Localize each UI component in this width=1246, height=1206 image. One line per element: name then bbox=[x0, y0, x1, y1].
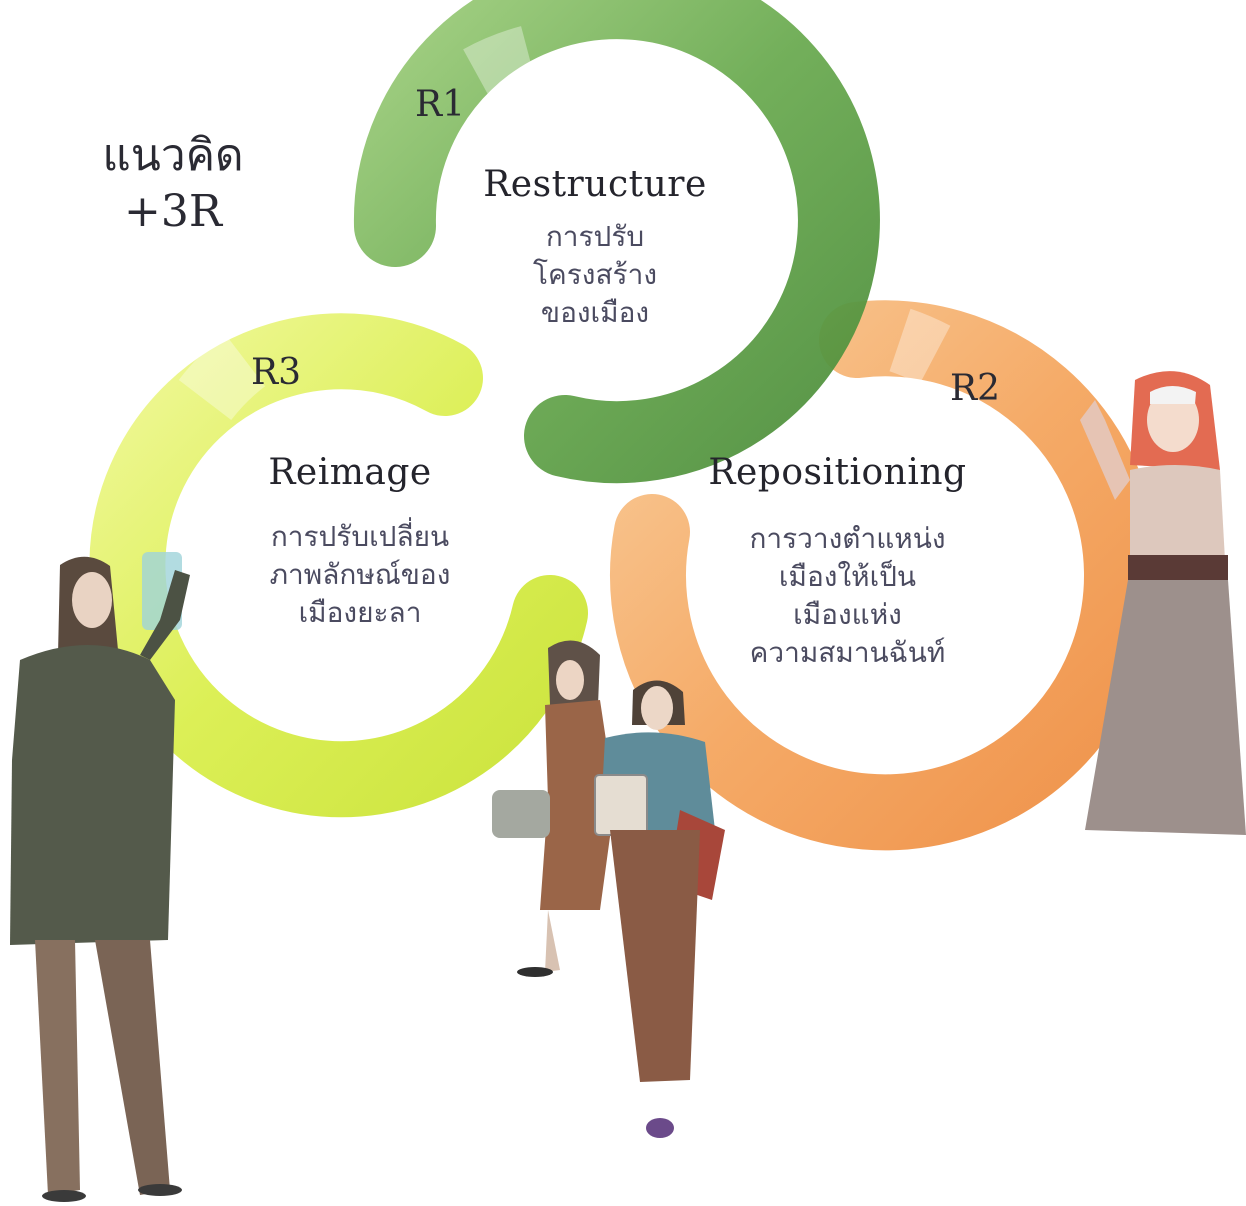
r2-ring bbox=[610, 300, 1160, 851]
r2-description: การวางตำแหน่ง เมืองให้เป็น เมืองแห่ง ควา… bbox=[715, 520, 980, 672]
r2-desc-line: การวางตำแหน่ง bbox=[749, 522, 946, 555]
diagram-title: แนวคิด +3R bbox=[88, 128, 258, 240]
r3-name: Reimage bbox=[268, 452, 432, 493]
woman-with-bag-figure bbox=[492, 640, 615, 977]
title-line-2: +3R bbox=[124, 186, 222, 237]
r3-code: R3 bbox=[250, 352, 301, 393]
painter-figure bbox=[10, 552, 190, 1202]
r3-description: การปรับเปลี่ยน ภาพลักษณ์ของ เมืองยะลา bbox=[240, 518, 480, 632]
r3-ring-highlight bbox=[178, 333, 266, 421]
r2-code: R2 bbox=[949, 368, 1000, 409]
r1-desc-line: ของเมือง bbox=[540, 296, 650, 329]
r1-desc-line: การปรับ bbox=[545, 220, 645, 253]
r2-ring-highlight bbox=[888, 308, 951, 385]
r1-name: Restructure bbox=[483, 164, 707, 205]
waving-woman-figure bbox=[1080, 371, 1246, 835]
r1-description: การปรับ โครงสร้าง ของเมือง bbox=[470, 218, 720, 332]
r1-ring-highlight bbox=[463, 26, 540, 112]
r2-desc-line: เมืองให้เป็น bbox=[778, 560, 917, 593]
r2-desc-line: เมืองแห่ง bbox=[793, 598, 902, 631]
r2-name: Repositioning bbox=[708, 452, 967, 493]
r3-desc-line: เมืองยะลา bbox=[298, 596, 422, 629]
r3-desc-line: ภาพลักษณ์ของ bbox=[269, 558, 451, 591]
r2-desc-line: ความสมานฉันท์ bbox=[749, 636, 946, 669]
r1-ring bbox=[353, 0, 880, 484]
r1-code: R1 bbox=[414, 84, 465, 125]
r3-desc-line: การปรับเปลี่ยน bbox=[270, 520, 450, 553]
title-line-1: แนวคิด bbox=[102, 130, 244, 181]
r1-desc-line: โครงสร้าง bbox=[532, 258, 657, 291]
woman-with-books-figure bbox=[594, 680, 725, 1138]
